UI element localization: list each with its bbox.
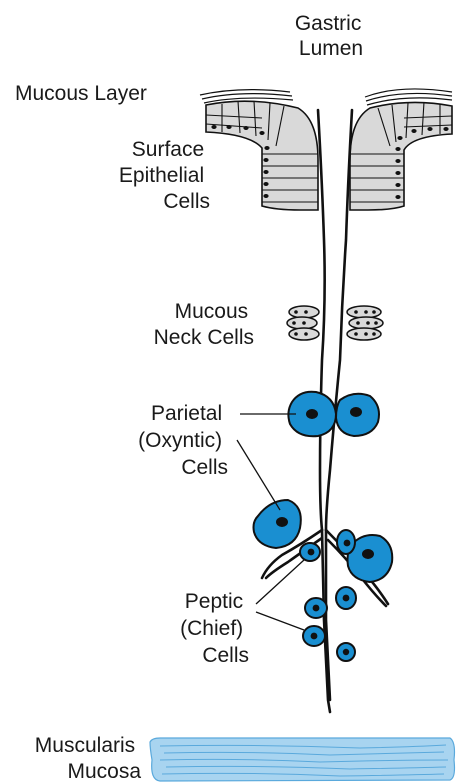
label-surface-epithelial-cells: Surface Epithelial Cells: [119, 138, 210, 213]
label-parietal-cells: Parietal (Oxyntic) Cells: [138, 402, 228, 479]
muscularis-mucosa: [150, 738, 455, 781]
label-mucous-layer: Mucous Layer: [15, 82, 147, 105]
label-gastric-lumen: Gastric Lumen: [295, 12, 367, 60]
label-peptic-chief-cells: Peptic (Chief) Cells: [180, 590, 249, 667]
surface-epithelium-right: [350, 102, 452, 210]
mucous-neck-cells-right: [347, 306, 383, 340]
mucous-neck-cells-left: [287, 306, 319, 340]
label-muscularis-mucosa: Muscularis Mucosa: [35, 734, 142, 783]
label-mucous-neck-cells: Mucous Neck Cells: [154, 300, 254, 349]
surface-epithelium-left: [206, 101, 318, 210]
